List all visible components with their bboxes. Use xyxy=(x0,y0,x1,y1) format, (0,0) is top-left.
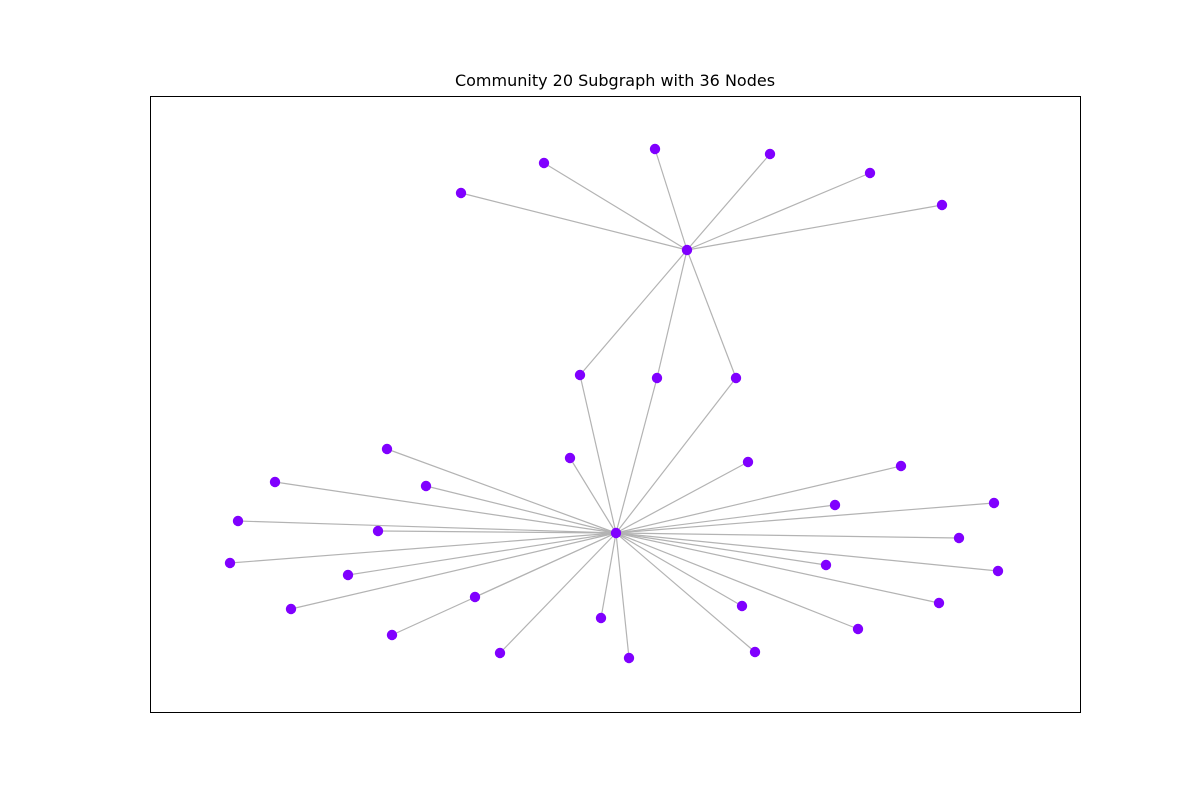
edge-hub_bottom-b3 xyxy=(615,461,749,534)
node-m2 xyxy=(651,372,663,384)
edge-hub_bottom-b13 xyxy=(615,532,827,566)
node-b8 xyxy=(988,497,1000,509)
node-t4 xyxy=(764,148,776,160)
node-b2 xyxy=(564,452,576,464)
node-t1 xyxy=(455,187,467,199)
node-b12 xyxy=(224,557,236,569)
edge-hub_top-t4 xyxy=(686,153,771,251)
node-b13 xyxy=(820,559,832,571)
edge-hub_bottom-b11 xyxy=(615,532,960,539)
edge-hub_bottom-b6 xyxy=(425,485,617,534)
node-b7 xyxy=(829,499,841,511)
node-hub_top xyxy=(681,244,693,256)
edge-hub_bottom-b23 xyxy=(499,532,617,654)
node-b23 xyxy=(494,647,506,659)
edge-hub_bottom-b12 xyxy=(229,532,617,564)
node-m1 xyxy=(574,369,586,381)
node-b16 xyxy=(469,591,481,603)
node-b4 xyxy=(895,460,907,472)
edges-layer xyxy=(229,148,999,659)
edge-hub_bottom-b5 xyxy=(274,481,617,534)
edge-hub_bottom-m1 xyxy=(579,374,617,534)
node-t5 xyxy=(864,167,876,179)
edge-hub_bottom-b7 xyxy=(615,504,836,534)
chart-title: Community 20 Subgraph with 36 Nodes xyxy=(454,71,776,90)
edge-hub_bottom-b2 xyxy=(569,457,617,534)
edge-hub_bottom-b1 xyxy=(386,448,617,534)
edge-hub_bottom-b8 xyxy=(615,502,995,534)
edge-hub_top-t2 xyxy=(543,162,688,251)
node-b9 xyxy=(232,515,244,527)
edge-hub_bottom-b25 xyxy=(615,532,630,659)
plot-frame xyxy=(150,96,1081,713)
node-b15 xyxy=(992,565,1004,577)
node-b19 xyxy=(736,600,748,612)
edge-hub_bottom-b14 xyxy=(347,532,617,576)
edge-hub_bottom-m2 xyxy=(615,377,658,534)
node-b20 xyxy=(595,612,607,624)
edge-hub_bottom-b15 xyxy=(615,532,999,572)
node-b1 xyxy=(381,443,393,455)
edge-hub_top-t6 xyxy=(686,204,943,251)
edge-hub_bottom-b18 xyxy=(290,532,617,610)
edge-hub_bottom-b10 xyxy=(377,530,617,534)
node-b21 xyxy=(852,623,864,635)
node-b10 xyxy=(372,525,384,537)
node-hub_bottom xyxy=(610,527,622,539)
nodes-layer xyxy=(224,143,1004,664)
edge-hub_top-t5 xyxy=(686,172,871,251)
edge-hub_bottom-m3 xyxy=(615,377,737,534)
edge-hub_bottom-b19 xyxy=(615,532,743,607)
node-b3 xyxy=(742,456,754,468)
edge-hub_bottom-b21 xyxy=(615,532,859,630)
edge-hub_top-t1 xyxy=(460,192,688,251)
node-b25 xyxy=(623,652,635,664)
edge-hub_bottom-b24 xyxy=(615,532,756,653)
node-b6 xyxy=(420,480,432,492)
edge-hub_top-m1 xyxy=(579,249,688,376)
edge-hub_bottom-b22 xyxy=(391,532,617,636)
node-b14 xyxy=(342,569,354,581)
node-m3 xyxy=(730,372,742,384)
node-b17 xyxy=(933,597,945,609)
edge-hub_bottom-b4 xyxy=(615,465,902,534)
edge-hub_bottom-b20 xyxy=(600,532,617,619)
node-b11 xyxy=(953,532,965,544)
node-t6 xyxy=(936,199,948,211)
edge-hub_top-t3 xyxy=(654,148,688,251)
node-b24 xyxy=(749,646,761,658)
edge-hub_top-m2 xyxy=(656,249,688,379)
edge-hub_bottom-b9 xyxy=(237,520,617,534)
edge-hub_top-m3 xyxy=(686,249,737,379)
node-t2 xyxy=(538,157,550,169)
node-b22 xyxy=(386,629,398,641)
node-b18 xyxy=(285,603,297,615)
node-b5 xyxy=(269,476,281,488)
edge-hub_bottom-b17 xyxy=(615,532,940,604)
node-t3 xyxy=(649,143,661,155)
